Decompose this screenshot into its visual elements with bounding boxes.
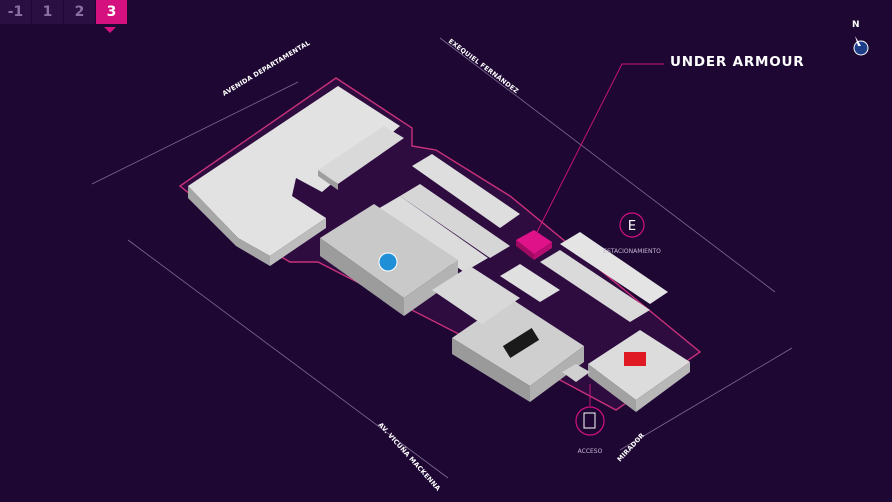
anchor-block-west bbox=[188, 86, 400, 256]
store-logo-red-icon[interactable] bbox=[624, 352, 646, 366]
store-under-armour-side bbox=[516, 240, 534, 260]
shops-row-east-upper bbox=[560, 232, 668, 304]
access-door-icon[interactable] bbox=[575, 406, 605, 436]
street-line-departamental bbox=[91, 81, 299, 185]
shops-row-nw-side bbox=[318, 170, 338, 190]
anchor-block-southeast-side bbox=[588, 364, 636, 412]
anchor-block-south-front bbox=[530, 346, 584, 402]
shops-row-east bbox=[540, 250, 650, 322]
kiosk bbox=[562, 364, 590, 382]
shops-row-nw bbox=[318, 126, 404, 184]
anchor-block-west-side bbox=[188, 186, 270, 266]
street-label-departamental: AVENIDA DEPARTAMENTAL bbox=[221, 39, 312, 98]
street-line-vicuna bbox=[127, 239, 449, 479]
door-glyph bbox=[583, 412, 596, 429]
shops-cluster-mid-east bbox=[500, 264, 560, 302]
parking-letter: E bbox=[628, 219, 636, 234]
store-logo-blue-icon[interactable] bbox=[378, 252, 398, 272]
street-line-mirador bbox=[619, 347, 793, 451]
shops-row-south bbox=[376, 196, 488, 272]
shops-row-center bbox=[400, 184, 510, 258]
anchor-block-center bbox=[320, 204, 458, 298]
floor-tab-3[interactable]: 3 bbox=[96, 0, 127, 24]
compass-north-label: N bbox=[852, 20, 860, 30]
street-label-vicuna: AV. VICUÑA MACKENNA bbox=[377, 420, 443, 492]
store-callout-line bbox=[533, 63, 664, 239]
street-line-fernandez bbox=[439, 37, 776, 293]
highlighted-store-name: UNDER ARMOUR bbox=[670, 54, 805, 70]
shops-cluster-mid bbox=[432, 266, 520, 324]
parking-icon[interactable] bbox=[619, 212, 645, 238]
anchor-block-west-front bbox=[270, 218, 326, 266]
compass-arrow-icon bbox=[853, 36, 869, 56]
anchor-block-southeast-front bbox=[636, 362, 690, 412]
access-label: ACCESO bbox=[578, 448, 603, 455]
floor-tab-1[interactable]: 1 bbox=[32, 0, 63, 24]
shops-row-north bbox=[412, 154, 520, 228]
store-logo-dark-icon[interactable] bbox=[502, 328, 540, 358]
floor-selector: -1 1 2 3 bbox=[0, 0, 128, 24]
floor-tab-minus1[interactable]: -1 bbox=[0, 0, 31, 24]
parking-label: ESTACIONAMIENTO bbox=[603, 248, 661, 255]
anchor-block-south-side bbox=[452, 338, 530, 402]
store-under-armour-front bbox=[534, 242, 552, 260]
street-label-mirador: MIRADOR bbox=[616, 431, 647, 463]
street-label-fernandez: EXEQUIEL FERNÁNDEZ bbox=[447, 36, 521, 95]
compass: N bbox=[848, 20, 874, 60]
floor-tab-2[interactable]: 2 bbox=[64, 0, 95, 24]
anchor-block-center-side bbox=[320, 238, 404, 316]
anchor-block-center-front bbox=[404, 260, 458, 316]
active-floor-caret-icon bbox=[104, 27, 116, 33]
